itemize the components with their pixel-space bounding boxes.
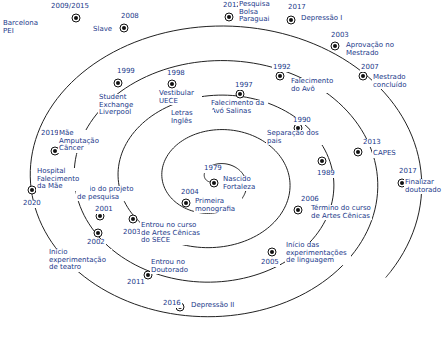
event-dot [227,15,231,19]
event-dot [320,159,324,163]
year-label: 2004 [180,189,200,197]
event-dot [289,18,293,22]
event-label: Hospital Falecimento da Mãe [36,168,90,191]
year-label: 1997 [234,82,254,90]
event-label: Mestrado concluído [372,74,426,89]
event-dot [212,181,216,185]
event-ring [287,16,295,24]
event-ring [225,13,233,21]
year-label: 2020 [22,200,42,208]
event-label: Aprovação no Mestrado [345,42,399,57]
event-label: Pesquisa Bolsa Paraguai [238,1,286,24]
year-label: 2003 [330,32,350,40]
event-label: Término do curso de Artes Cênicas [310,205,372,220]
event-dot [116,81,120,85]
year-label: 1979 [203,165,223,173]
year-label: 1998 [166,70,186,78]
event-ring [276,72,284,80]
event-dot [296,208,300,212]
event-ring [129,215,137,223]
year-label: 1999 [116,68,136,76]
event-label: Barcelona PEI [2,20,44,35]
event-ring [268,248,276,256]
event-ring [318,157,326,165]
event-ring [354,148,362,156]
event-label: Vestibular UECE [158,90,202,105]
year-label: 2002 [86,239,106,247]
event-label: Finalizar doutorado [404,179,442,194]
year-label: 2009/2015 [50,3,90,11]
year-label: 2001 [94,206,114,214]
event-ring [94,229,102,237]
event-label: Slave [92,26,113,34]
event-ring [210,179,218,187]
event-label: Entrou no curso de Artes Cênicas do SECE [140,222,204,245]
year-label: 2006 [300,196,320,204]
year-label: 2019 [40,130,60,138]
event-ring [359,72,367,80]
event-label: Nascido Fortaleza [222,176,266,191]
event-label: Falecimento da Avó Salinas [210,100,268,115]
event-label: Mãe Amputação Câncer [58,130,106,153]
event-label: Student Exchange Liverpool [98,94,150,117]
event-ring [331,42,339,50]
event-dot [96,231,100,235]
year-label: 2016 [162,300,182,308]
year-label: 2017 [287,4,307,12]
event-label: Depressão II [190,302,242,310]
event-dot [74,16,78,20]
event-label: CAPES [372,150,397,158]
event-label: Início das experimentações de linguagem [285,242,351,265]
year-label: 2007 [360,64,380,72]
event-ring [114,79,122,87]
year-label: 2003 [122,229,142,237]
event-label: Entrou no Doutorado [150,259,198,274]
event-ring [182,199,190,207]
event-dot [361,74,365,78]
event-ring [236,90,244,98]
event-dot [98,214,102,218]
event-dot [356,150,360,154]
event-ring [168,80,176,88]
year-label: 2011 [126,279,146,287]
event-dot [238,92,242,96]
event-dot [184,201,188,205]
event-label: Início experimentação de teatro [48,249,112,272]
event-dot [278,74,282,78]
spiral-line [30,26,421,317]
year-label: 1990 [292,117,312,125]
event-ring [28,186,36,194]
event-dot [131,217,135,221]
year-label: 2017 [398,168,418,176]
event-ring [72,14,80,22]
year-label: 1992 [272,64,292,72]
event-ring [120,24,128,32]
event-label: Falecimento do Avô [290,78,338,93]
year-label: 2013 [362,139,382,147]
event-dot [170,82,174,86]
event-label: Separação dos pais [266,130,324,145]
event-label: Letras Inglês [170,110,214,125]
event-dot [53,149,57,153]
event-label: Primeira monografia [194,198,242,213]
event-label: Depressão I [300,15,348,23]
event-dot [270,250,274,254]
event-dot [122,26,126,30]
event-dot [30,188,34,192]
event-dot [333,44,337,48]
year-label: 2008 [120,13,140,21]
event-ring [294,206,302,214]
year-label: 2005 [260,259,280,267]
event-dots [28,13,406,311]
year-label: 1989 [316,170,336,178]
